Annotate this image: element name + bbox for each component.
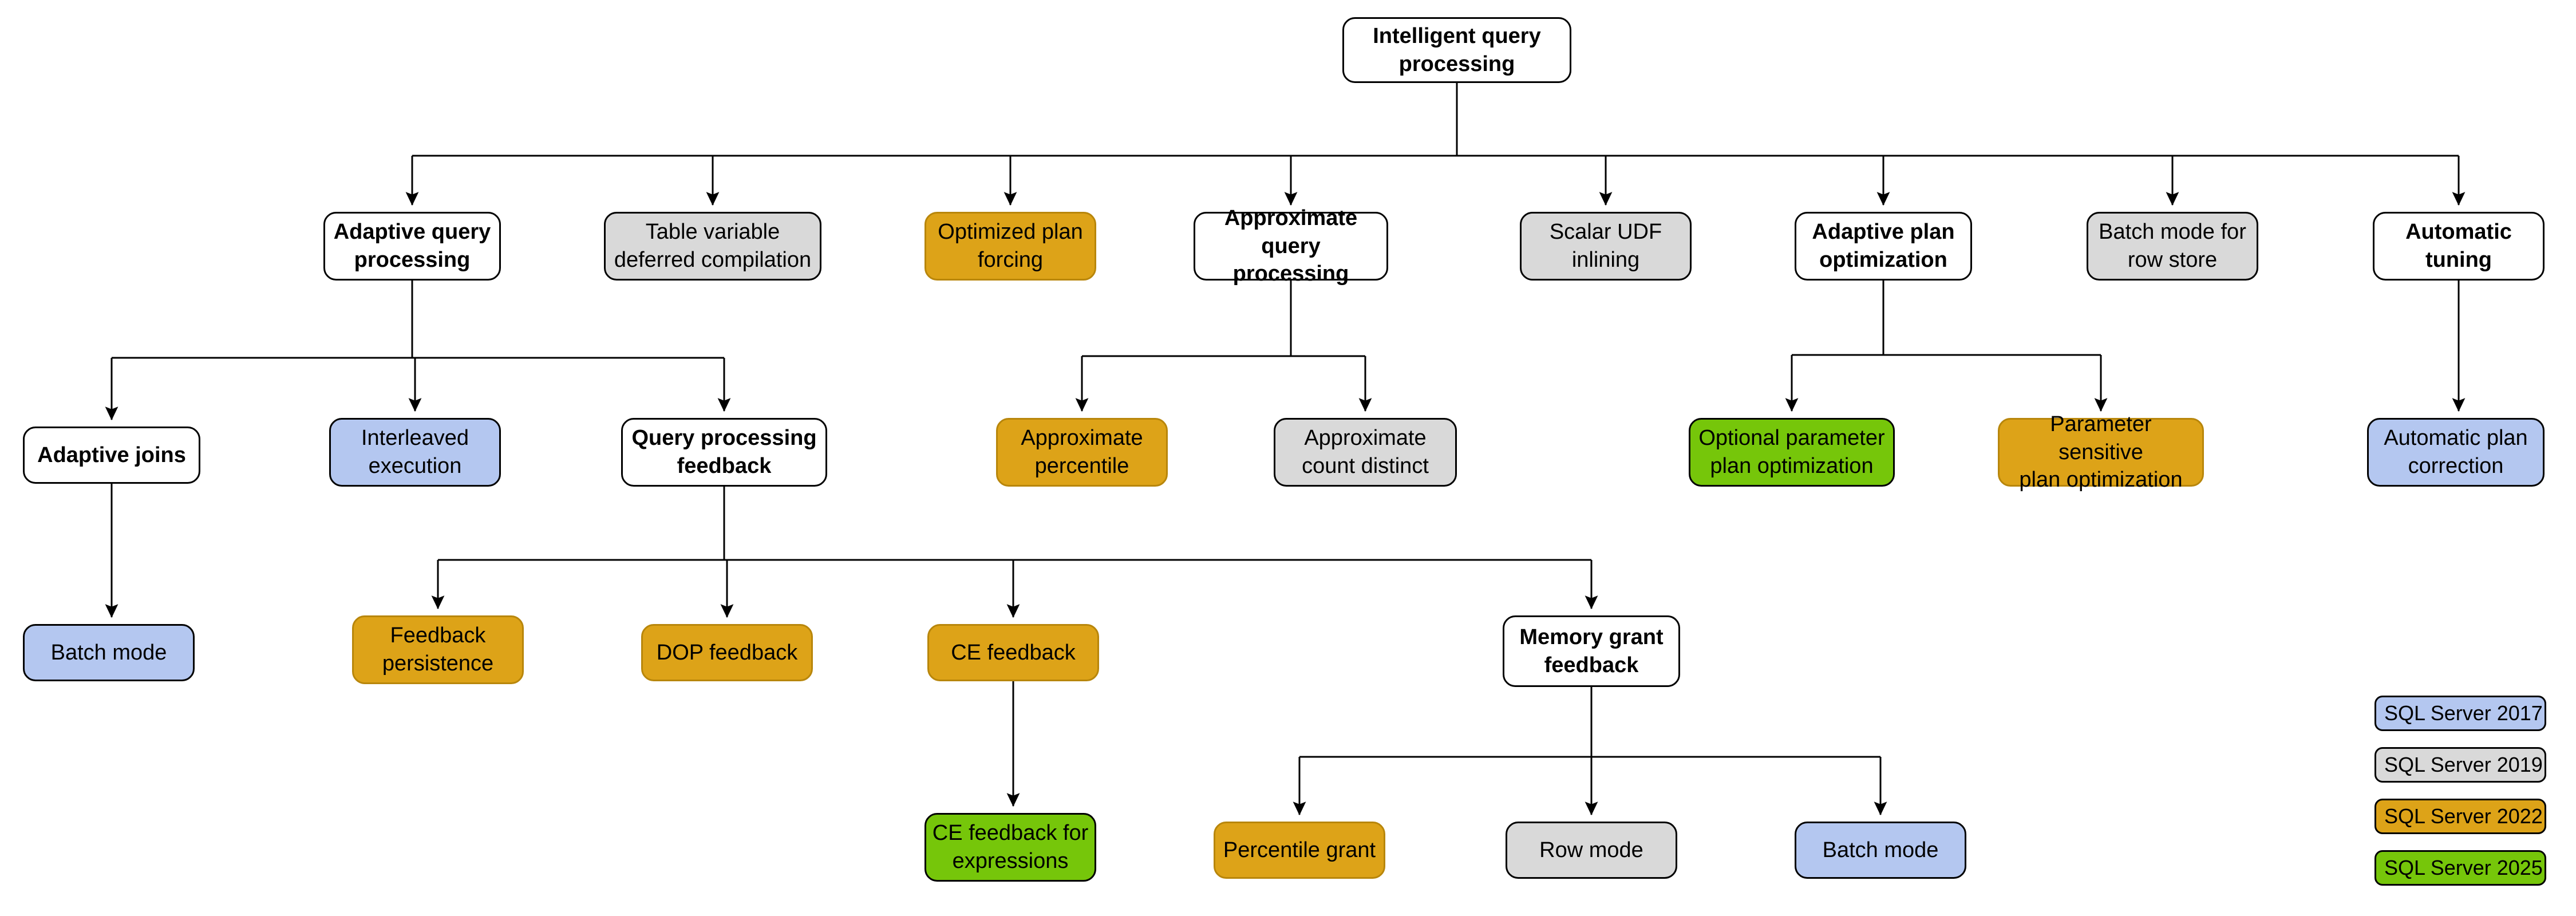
node-label: Parameter sensitive plan optimization bbox=[2019, 412, 2183, 492]
node-table-variable-deferred-compilation[interactable]: Table variable deferred compilation bbox=[604, 212, 821, 281]
node-label: CE feedback for expressions bbox=[932, 821, 1089, 873]
node-label: Optional parameter plan optimization bbox=[1698, 426, 1885, 478]
legend-item-green: SQL Server 2025 bbox=[2374, 850, 2546, 886]
node-batch-mode-adaptive-joins[interactable]: Batch mode bbox=[23, 624, 195, 681]
node-ce-feedback[interactable]: CE feedback bbox=[927, 624, 1099, 681]
node-label: Optimized plan forcing bbox=[938, 220, 1083, 272]
node-label: Automatic tuning bbox=[2405, 220, 2512, 272]
node-scalar-udf-inlining[interactable]: Scalar UDF inlining bbox=[1520, 212, 1692, 281]
node-label: Memory grant feedback bbox=[1519, 625, 1664, 677]
node-label: Adaptive query processing bbox=[333, 220, 491, 272]
node-dop-feedback[interactable]: DOP feedback bbox=[641, 624, 813, 681]
node-batch-mode-for-row-store[interactable]: Batch mode for row store bbox=[2087, 212, 2258, 281]
node-automatic-plan-correction[interactable]: Automatic plan correction bbox=[2367, 418, 2545, 487]
node-percentile-grant[interactable]: Percentile grant bbox=[1214, 822, 1385, 879]
legend-item-label: SQL Server 2025 bbox=[2384, 856, 2543, 879]
node-batch-mode-memory-grant[interactable]: Batch mode bbox=[1795, 822, 1966, 879]
node-label: Approximate percentile bbox=[1021, 426, 1143, 478]
node-approximate-query-processing[interactable]: Approximate query processing bbox=[1194, 206, 1388, 286]
legend-item-gray: SQL Server 2019 bbox=[2374, 747, 2546, 783]
node-label: Approximate count distinct bbox=[1302, 426, 1429, 478]
node-adaptive-joins[interactable]: Adaptive joins bbox=[23, 427, 200, 484]
node-root[interactable]: Intelligent query processing bbox=[1342, 17, 1571, 83]
node-label: Feedback persistence bbox=[382, 623, 494, 676]
node-optimized-plan-forcing[interactable]: Optimized plan forcing bbox=[924, 212, 1096, 281]
node-label: Query processing feedback bbox=[631, 426, 817, 478]
node-interleaved-execution[interactable]: Interleaved execution bbox=[329, 418, 501, 487]
node-label: Percentile grant bbox=[1223, 838, 1376, 862]
node-row-mode[interactable]: Row mode bbox=[1506, 822, 1677, 879]
node-approximate-count-distinct[interactable]: Approximate count distinct bbox=[1274, 418, 1457, 487]
node-label: Batch mode bbox=[1822, 838, 1939, 862]
node-approximate-percentile[interactable]: Approximate percentile bbox=[996, 418, 1168, 487]
legend-item-label: SQL Server 2017 bbox=[2384, 701, 2543, 725]
node-label: Interleaved execution bbox=[361, 426, 469, 478]
legend-item-orange: SQL Server 2022 bbox=[2374, 799, 2546, 834]
node-feedback-persistence[interactable]: Feedback persistence bbox=[352, 615, 524, 684]
legend-item-label: SQL Server 2019 bbox=[2384, 753, 2543, 776]
node-label: Adaptive plan optimization bbox=[1812, 220, 1955, 272]
legend-item-blue: SQL Server 2017 bbox=[2374, 696, 2546, 731]
node-ce-feedback-for-expressions[interactable]: CE feedback for expressions bbox=[924, 813, 1096, 882]
node-adaptive-plan-optimization[interactable]: Adaptive plan optimization bbox=[1795, 212, 1972, 281]
node-label: Row mode bbox=[1539, 838, 1643, 862]
node-label: Approximate query processing bbox=[1224, 206, 1358, 286]
legend-item-label: SQL Server 2022 bbox=[2384, 804, 2543, 828]
node-label: CE feedback bbox=[951, 640, 1076, 665]
node-optional-parameter-plan-optimization[interactable]: Optional parameter plan optimization bbox=[1689, 418, 1895, 487]
node-adaptive-query-processing[interactable]: Adaptive query processing bbox=[323, 212, 501, 281]
node-parameter-sensitive-plan-optimization[interactable]: Parameter sensitive plan optimization bbox=[1998, 412, 2204, 492]
node-label: DOP feedback bbox=[656, 640, 798, 665]
node-label: Table variable deferred compilation bbox=[614, 220, 812, 272]
node-automatic-tuning[interactable]: Automatic tuning bbox=[2373, 212, 2545, 281]
node-label: Scalar UDF inlining bbox=[1549, 220, 1662, 272]
node-label: Batch mode bbox=[50, 640, 167, 665]
node-label: Intelligent query processing bbox=[1373, 23, 1541, 76]
node-label: Adaptive joins bbox=[37, 443, 186, 467]
node-label: Automatic plan correction bbox=[2384, 426, 2528, 478]
node-query-processing-feedback[interactable]: Query processing feedback bbox=[621, 418, 827, 487]
node-memory-grant-feedback[interactable]: Memory grant feedback bbox=[1503, 615, 1680, 687]
node-label: Batch mode for row store bbox=[2099, 220, 2246, 272]
